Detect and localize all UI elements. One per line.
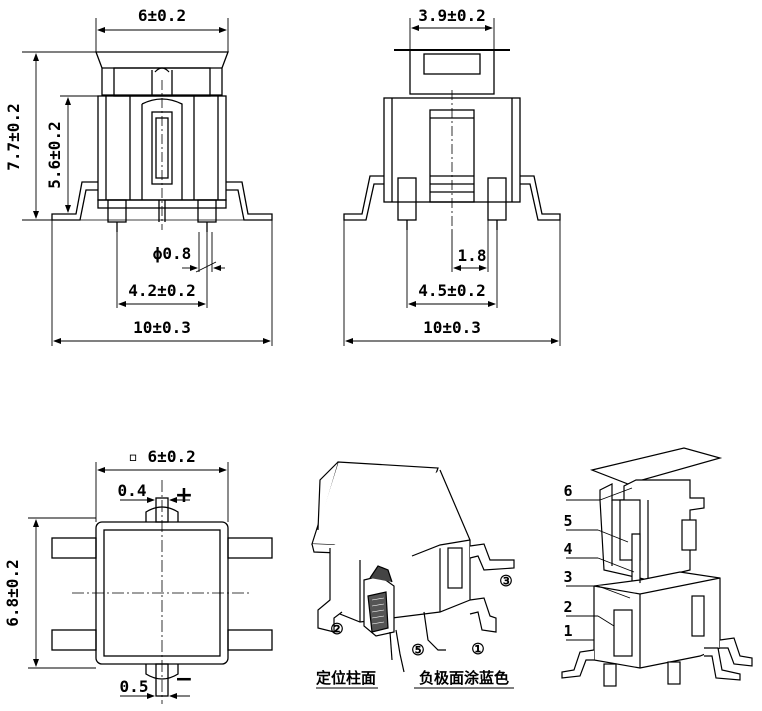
exploded-part-3: 3 — [563, 568, 572, 586]
exploded-leaders — [566, 487, 635, 641]
exploded-part-1: 1 — [563, 622, 572, 640]
front-view-dimensions — [22, 18, 273, 346]
label-positioning-post: 定位柱面 — [316, 669, 376, 687]
exploded-part-6: 6 — [563, 482, 572, 500]
top-view-dimensions — [28, 462, 229, 699]
exploded-part-5: 5 — [563, 512, 572, 530]
front-view — [51, 51, 273, 232]
side-width-total-label: 10±0.3 — [423, 318, 481, 337]
exploded-part-2: 2 — [563, 598, 572, 616]
iso-callout-1: ① — [471, 640, 484, 658]
top-view — [51, 480, 273, 704]
side-view — [343, 49, 561, 230]
side-view-dimensions — [343, 18, 561, 346]
iso-view — [311, 461, 515, 673]
side-pin-spacing-label: 4.5±0.2 — [418, 281, 485, 300]
iso-callout-5: ⑤ — [411, 641, 424, 659]
side-width-top-label: 3.9±0.2 — [418, 6, 485, 25]
front-width-total-label: 10±0.3 — [133, 318, 191, 337]
label-cathode-blue: 负极面涂蓝色 — [419, 669, 509, 687]
top-lead-bottom-label: 0.5 — [120, 677, 149, 696]
iso-callout-2: ② — [330, 620, 343, 638]
top-square-width-label: ▫ 6±0.2 — [128, 447, 195, 466]
side-inner-gap-label: 1.8 — [458, 246, 487, 265]
front-pin-spacing-label: 4.2±0.2 — [128, 281, 195, 300]
iso-callout-3: ③ — [499, 572, 512, 590]
exploded-part-4: 4 — [563, 540, 572, 558]
front-pin-diameter-label: ϕ0.8 — [153, 244, 192, 263]
top-height-label: 6.8±0.2 — [3, 559, 22, 626]
front-height-body-label: 5.6±0.2 — [45, 121, 64, 188]
top-lead-top-label: 0.4 — [118, 481, 147, 500]
front-width-top-label: 6±0.2 — [138, 6, 186, 25]
plus-sign: + — [175, 483, 193, 508]
minus-sign: − — [175, 667, 193, 692]
front-height-total-label: 7.7±0.2 — [4, 103, 23, 170]
exploded-view — [561, 447, 753, 687]
